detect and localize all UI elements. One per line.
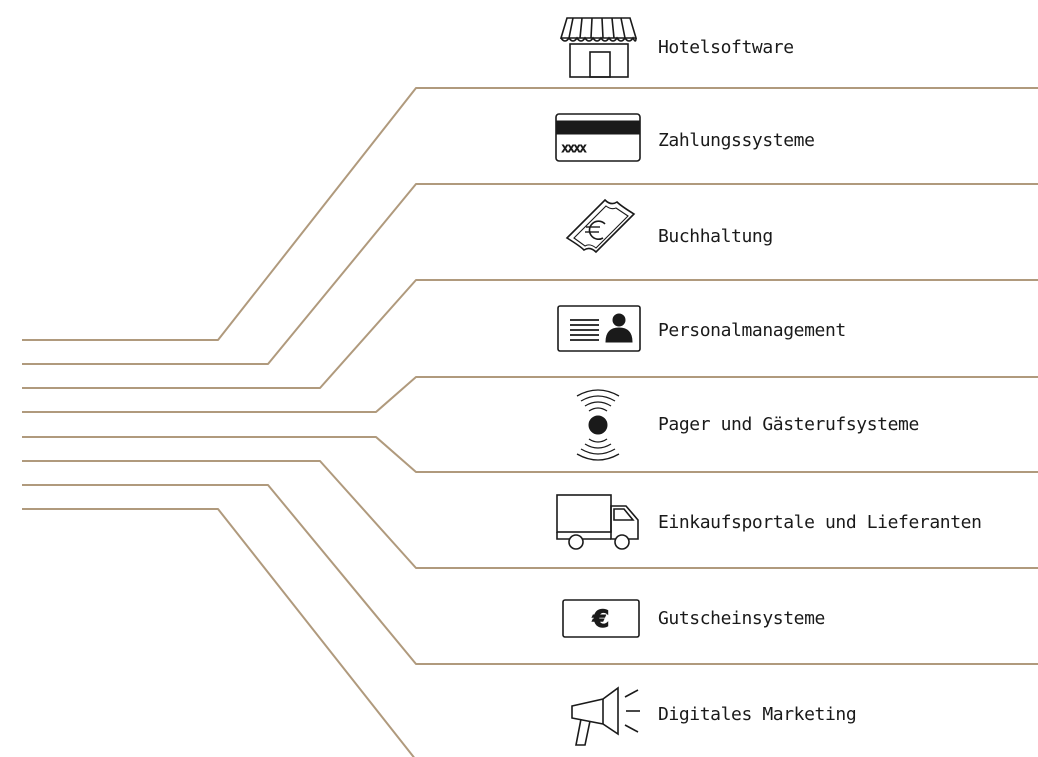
category-label-buchhaltung: Buchhaltung — [658, 226, 773, 247]
delivery-truck-icon — [556, 494, 639, 550]
connector-line — [22, 279, 1038, 389]
category-label-einkaufsportale: Einkaufsportale und Lieferanten — [658, 512, 982, 533]
card-number-text: XXXX — [562, 144, 586, 155]
connector-line — [22, 484, 1038, 665]
connector-line — [22, 376, 1038, 413]
euro-banknote-icon — [565, 198, 636, 254]
megaphone-icon — [571, 686, 640, 746]
connector-lines — [22, 87, 1038, 757]
category-label-gutscheinsysteme: Gutscheinsysteme — [658, 608, 825, 629]
shop-icon — [559, 17, 638, 78]
connector-line — [22, 183, 1038, 365]
category-label-personalmanagement: Personalmanagement — [658, 320, 846, 341]
category-label-pager: Pager und Gästerufsysteme — [658, 414, 919, 435]
category-label-digitales-marketing: Digitales Marketing — [658, 704, 857, 725]
connector-line — [22, 508, 415, 757]
id-card-icon — [557, 305, 641, 352]
connector-line — [22, 436, 1038, 473]
connector-line — [22, 460, 1038, 569]
connector-line — [22, 87, 1038, 341]
credit-card-icon: XXXX — [555, 113, 641, 162]
voucher-icon: € — [562, 599, 640, 638]
category-label-zahlungssysteme: Zahlungssysteme — [658, 130, 815, 151]
category-label-hotelsoftware: Hotelsoftware — [658, 37, 794, 58]
voucher-symbol: € — [592, 605, 610, 633]
pager-signal-icon — [576, 389, 620, 461]
